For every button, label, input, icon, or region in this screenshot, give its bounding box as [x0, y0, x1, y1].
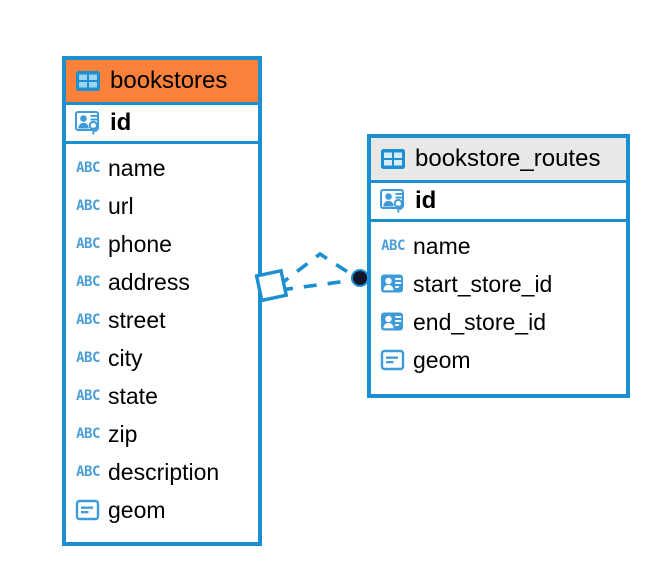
table-icon [380, 148, 406, 170]
field-row-phone[interactable]: ABC phone [66, 225, 258, 263]
field-label-geom: geom [108, 496, 166, 523]
field-label-id: id [110, 109, 132, 136]
field-row-geom[interactable]: geom [371, 341, 626, 379]
entity-bookstore-routes-field-list: ABC name start_store_id [371, 222, 626, 383]
text-type-icon: ABC [76, 388, 100, 404]
field-label-address: address [108, 268, 190, 295]
field-label-city: city [108, 344, 143, 371]
primary-key-icon [380, 188, 408, 214]
field-row-start-store-id[interactable]: start_store_id [371, 265, 626, 303]
foreign-key-icon [380, 272, 406, 296]
entity-bookstores-header[interactable]: bookstores [66, 60, 258, 102]
field-label-state: state [108, 382, 158, 409]
text-type-icon: ABC [76, 426, 100, 442]
text-type-icon: ABC [76, 236, 100, 252]
text-type-icon: ABC [76, 160, 100, 176]
field-label-id: id [415, 187, 437, 214]
field-label-name: name [108, 154, 166, 181]
field-label-end-store-id: end_store_id [413, 308, 546, 335]
text-type-icon: ABC [76, 350, 100, 366]
primary-key-icon [75, 110, 103, 136]
field-row-end-store-id[interactable]: end_store_id [371, 303, 626, 341]
entity-bookstores-field-list: ABC name ABC url ABC phone ABC address A… [66, 144, 258, 533]
field-row-description[interactable]: ABC description [66, 453, 258, 491]
entity-bookstore-routes-title: bookstore_routes [415, 145, 601, 172]
field-label-phone: phone [108, 230, 172, 257]
relationship-line-upper [276, 251, 358, 288]
field-label-start-store-id: start_store_id [413, 270, 553, 297]
field-label-description: description [108, 458, 220, 485]
field-label-zip: zip [108, 420, 138, 447]
entity-bookstores-title: bookstores [110, 67, 228, 94]
entity-bookstore-routes-header[interactable]: bookstore_routes [371, 138, 626, 180]
field-row-geom[interactable]: geom [66, 491, 258, 529]
field-label-url: url [108, 192, 134, 219]
text-type-icon: ABC [76, 464, 100, 480]
text-type-icon: ABC [381, 238, 405, 254]
entity-bookstore-routes[interactable]: bookstore_routes id ABC name [367, 134, 630, 398]
field-row-name[interactable]: ABC name [66, 149, 258, 187]
text-type-icon: ABC [76, 274, 100, 290]
field-row-address[interactable]: ABC address [66, 263, 258, 301]
geometry-type-icon [380, 348, 406, 372]
field-row-city[interactable]: ABC city [66, 339, 258, 377]
field-row-primary-key[interactable]: id [66, 102, 258, 144]
field-label-name: name [413, 232, 471, 259]
entity-bookstores[interactable]: bookstores id ABC name [62, 56, 262, 546]
field-row-name[interactable]: ABC name [371, 227, 626, 265]
field-row-zip[interactable]: ABC zip [66, 415, 258, 453]
relationship-line-lower [279, 278, 356, 292]
field-label-geom: geom [413, 346, 471, 373]
geometry-type-icon [75, 498, 101, 522]
table-icon [75, 70, 101, 92]
foreign-key-icon [380, 310, 406, 334]
field-row-url[interactable]: ABC url [66, 187, 258, 225]
text-type-icon: ABC [76, 198, 100, 214]
field-row-street[interactable]: ABC street [66, 301, 258, 339]
text-type-icon: ABC [76, 312, 100, 328]
field-row-state[interactable]: ABC state [66, 377, 258, 415]
field-row-primary-key[interactable]: id [371, 180, 626, 222]
field-label-street: street [108, 306, 166, 333]
